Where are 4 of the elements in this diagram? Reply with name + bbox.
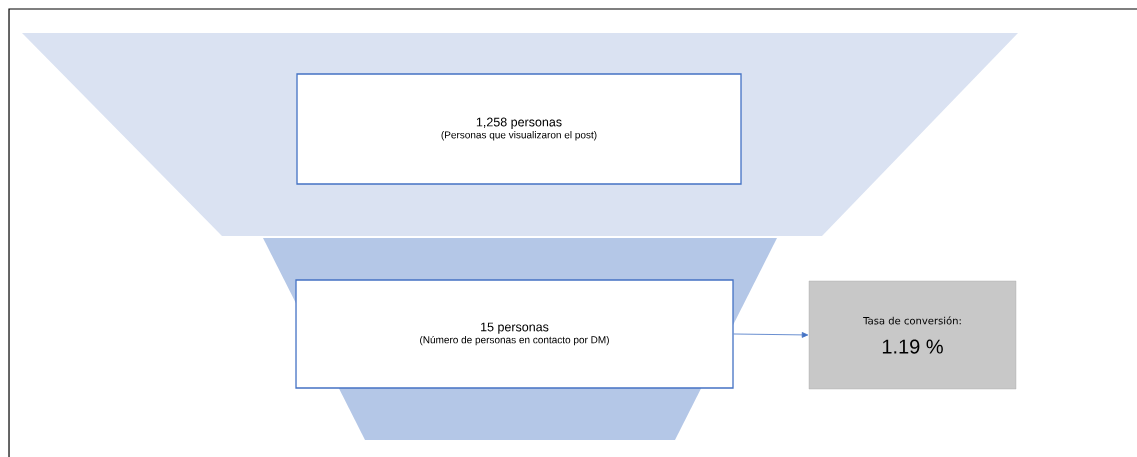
result-box: Tasa de conversión: 1.19 % [808, 280, 1017, 390]
stage-box: 15 personas (Número de personas en contacto por DM) [295, 279, 734, 389]
arrow [733, 332, 809, 338]
stage-box: 1,258 personas (Personas que visualizaron el post) [296, 73, 742, 185]
